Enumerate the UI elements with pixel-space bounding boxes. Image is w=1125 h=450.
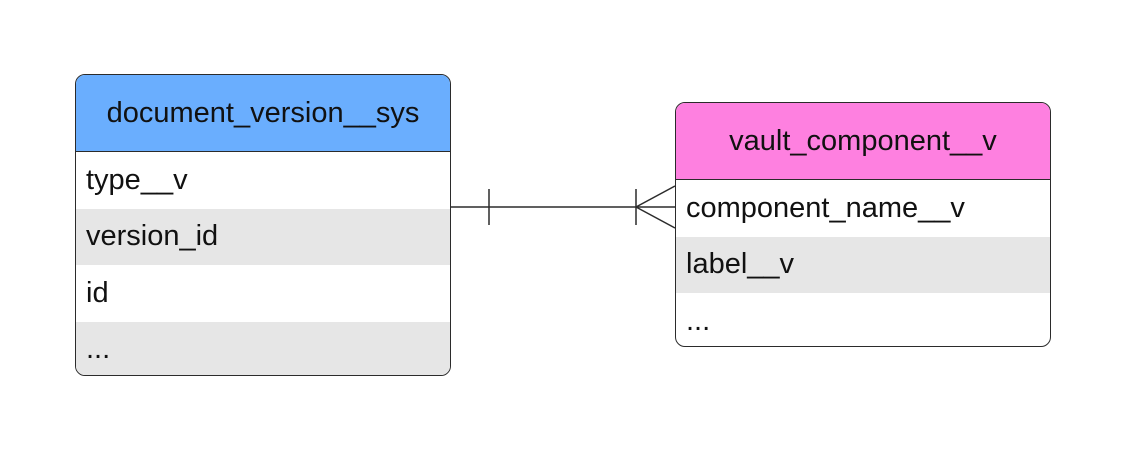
crows-foot-lower bbox=[635, 206, 676, 229]
field-row: component_name__v bbox=[686, 191, 965, 224]
crows-foot-upper bbox=[635, 185, 676, 208]
field-row: label__v bbox=[676, 236, 1050, 293]
entity-vault-component-v[interactable]: vault_component__v component_name__v lab… bbox=[675, 102, 1051, 347]
field-row: version_id bbox=[76, 208, 450, 265]
field-row-ellipsis: ... bbox=[686, 304, 711, 337]
field-row: type__v bbox=[86, 163, 188, 196]
field-row: id bbox=[86, 276, 109, 309]
entity-document-version-sys[interactable]: document_version__sys type__v version_id… bbox=[75, 74, 451, 376]
entity-title: document_version__sys bbox=[76, 75, 450, 152]
entity-title: vault_component__v bbox=[676, 103, 1050, 180]
field-row-ellipsis: ... bbox=[76, 321, 450, 375]
